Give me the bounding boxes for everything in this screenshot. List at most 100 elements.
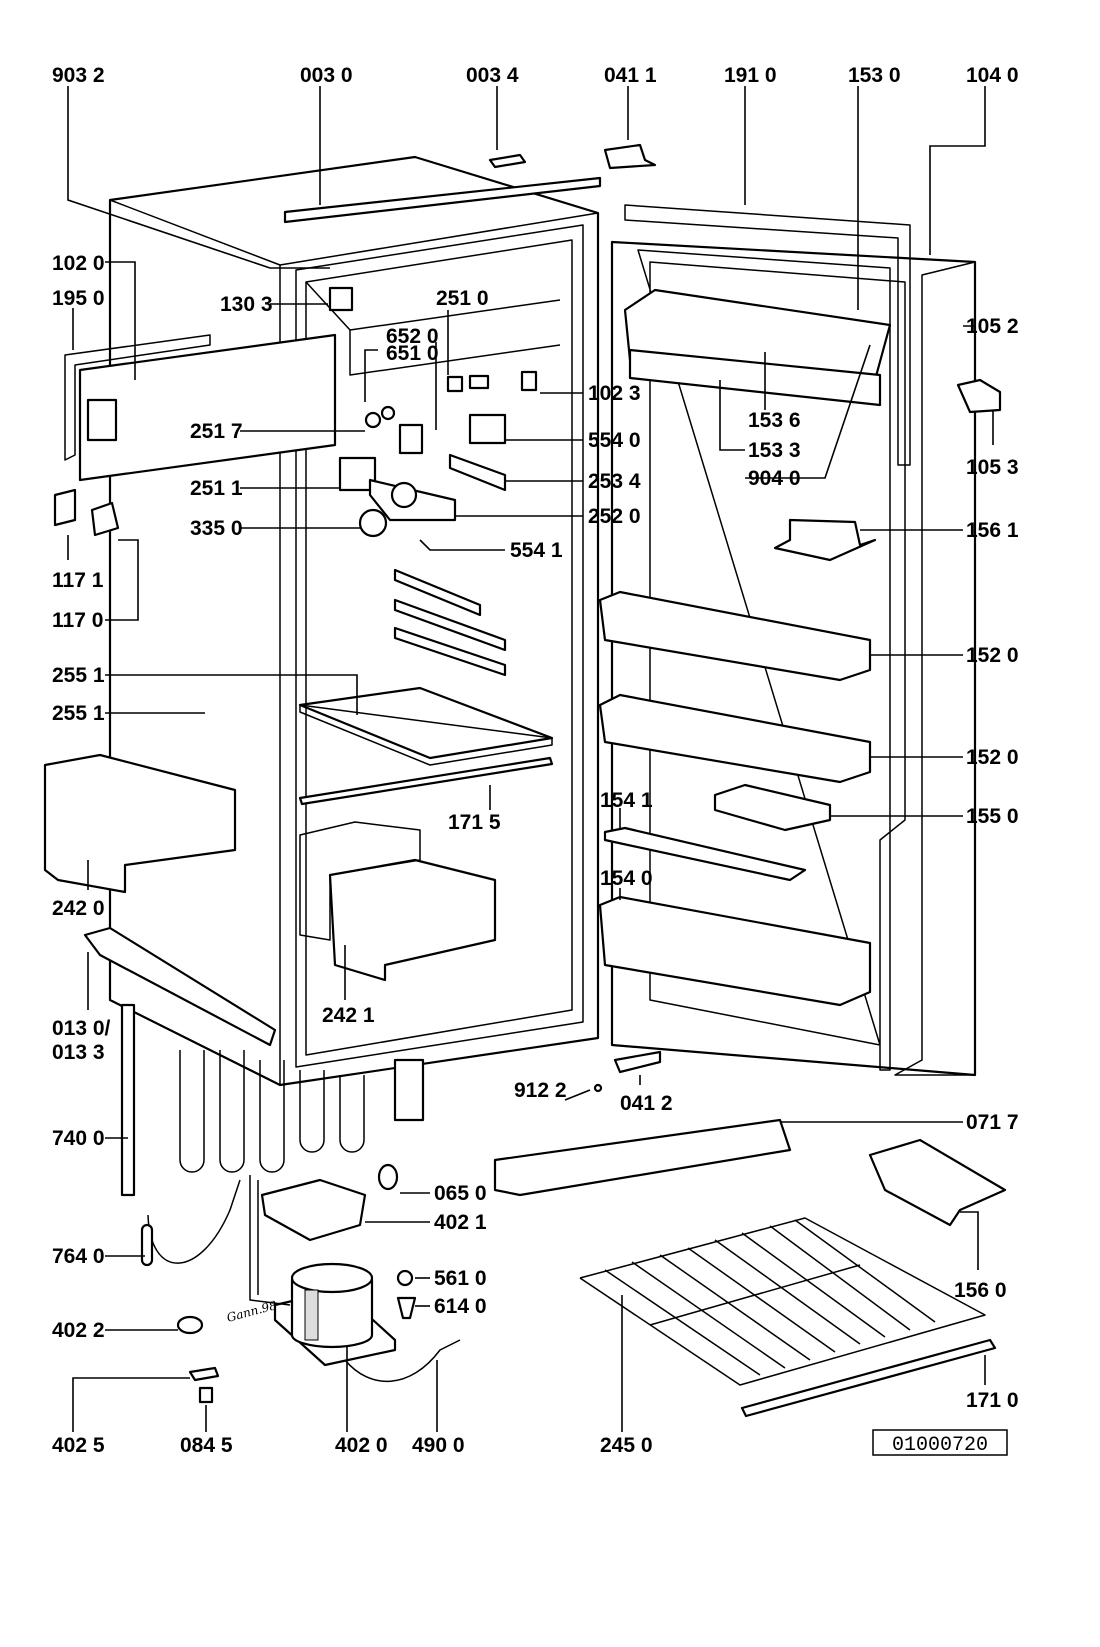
part-171-5-shelf-trim	[298, 756, 554, 806]
part-013-0-bottom-trim	[83, 926, 277, 1047]
label: 171 0	[966, 1389, 1019, 1412]
label: 554 0	[588, 429, 641, 452]
part-102-3	[520, 370, 538, 392]
part-155-0-egg-tray	[713, 783, 832, 832]
label: 071 7	[966, 1111, 1019, 1134]
label: 912 2	[514, 1079, 567, 1102]
label: 105 3	[966, 456, 1019, 479]
label: 065 0	[434, 1182, 487, 1205]
label: 402 0	[335, 1434, 388, 1457]
part-740-0-condenser	[120, 1003, 425, 1197]
label: 764 0	[52, 1245, 105, 1268]
part-071-7-cover	[493, 1118, 792, 1197]
label: 003 0	[300, 64, 353, 87]
part-402-1-bracket	[260, 1178, 367, 1242]
part-102-0-evaporator-door	[78, 333, 337, 482]
part-130-3	[328, 286, 354, 312]
label: 041 2	[620, 1092, 673, 1115]
part-156-0-ice-tray	[868, 1138, 1007, 1227]
part-245-0-wire-shelf	[579, 1217, 986, 1386]
part-117-1	[53, 488, 77, 527]
label: 013 0/	[52, 1017, 111, 1040]
label: 402 5	[52, 1434, 105, 1457]
drawing-number-box	[872, 1429, 1008, 1456]
label: 255 1	[52, 702, 105, 725]
part-105-2-hinge	[956, 378, 1002, 414]
label: 013 3	[52, 1041, 105, 1064]
part-402-2	[176, 1315, 204, 1335]
label: 152 0	[966, 746, 1019, 769]
label: 253 4	[588, 470, 641, 493]
label: 490 0	[412, 1434, 465, 1457]
part-153-3-dairy-compartment	[628, 348, 882, 407]
label: 904 0	[748, 467, 801, 490]
part-154-1-bottle-retainer	[603, 826, 807, 882]
part-041-1-hinge	[603, 143, 657, 170]
part-152-0-door-bin-1	[598, 590, 872, 682]
door-latch	[86, 398, 118, 442]
part-335-0-knob	[358, 508, 388, 538]
drawing-number: 01000720	[892, 1434, 988, 1457]
label: 251 0	[436, 287, 489, 310]
label: 255 1	[52, 664, 105, 687]
label: 041 1	[604, 64, 657, 87]
part-156-1-butter-dish	[773, 518, 877, 562]
label: 652 0	[386, 325, 439, 348]
label: 155 0	[966, 805, 1019, 828]
part-labels: 903 2 003 0 003 4 041 1 191 0 153 0 104 …	[52, 64, 1019, 1457]
label: 154 0	[600, 867, 653, 890]
label: 335 0	[190, 517, 243, 540]
label: 245 0	[600, 1434, 653, 1457]
label: 156 1	[966, 519, 1019, 542]
label: 402 1	[434, 1211, 487, 1234]
label: 130 3	[220, 293, 273, 316]
label: 102 0	[52, 252, 105, 275]
label: 251 7	[190, 420, 243, 443]
part-651-0-lamp	[380, 405, 396, 421]
part-490-0-power-cord	[344, 1339, 461, 1382]
part-652-0	[398, 423, 424, 455]
label: 561 0	[434, 1267, 487, 1290]
label: 554 1	[510, 539, 563, 562]
label: 251 1	[190, 477, 243, 500]
label: 402 2	[52, 1319, 105, 1342]
label: 171 5	[448, 811, 501, 834]
label: 614 0	[434, 1295, 487, 1318]
part-041-2-hinge	[613, 1050, 662, 1074]
part-003-0-top-trim	[283, 176, 602, 224]
part-554-0-thermostat	[468, 413, 507, 445]
leader-lines	[67, 86, 994, 1432]
label: 191 0	[724, 64, 777, 87]
label: 152 0	[966, 644, 1019, 667]
label: 102 3	[588, 382, 641, 405]
part-764-0-capillary	[147, 1179, 241, 1264]
label: 003 4	[466, 64, 519, 87]
part-003-4	[488, 153, 527, 169]
label: 651 0	[386, 342, 439, 365]
label: 195 0	[52, 287, 105, 310]
part-402-0-compressor	[273, 1262, 397, 1367]
part-242-1-crisper	[328, 858, 497, 982]
label: 154 1	[600, 789, 653, 812]
label: 903 2	[52, 64, 105, 87]
part-065-0	[377, 1163, 399, 1191]
part-561-0	[396, 1269, 414, 1287]
label: 153 0	[848, 64, 901, 87]
part-614-0	[396, 1296, 417, 1320]
part-117-0	[90, 501, 120, 537]
label: 117 0	[52, 609, 103, 632]
label: 105 2	[966, 315, 1019, 338]
signature: Gann.98	[225, 1298, 279, 1325]
label: 252 0	[588, 505, 641, 528]
label: 242 1	[322, 1004, 375, 1027]
label: 242 0	[52, 897, 105, 920]
part-912-2-screw	[593, 1083, 603, 1093]
part-253-4-shaft	[448, 453, 507, 492]
label: 104 0	[966, 64, 1019, 87]
part-242-0-crisper	[43, 753, 237, 894]
part-402-5	[188, 1366, 220, 1382]
label: 117 1	[52, 569, 104, 592]
part-152-0-door-bin-2	[598, 693, 872, 784]
